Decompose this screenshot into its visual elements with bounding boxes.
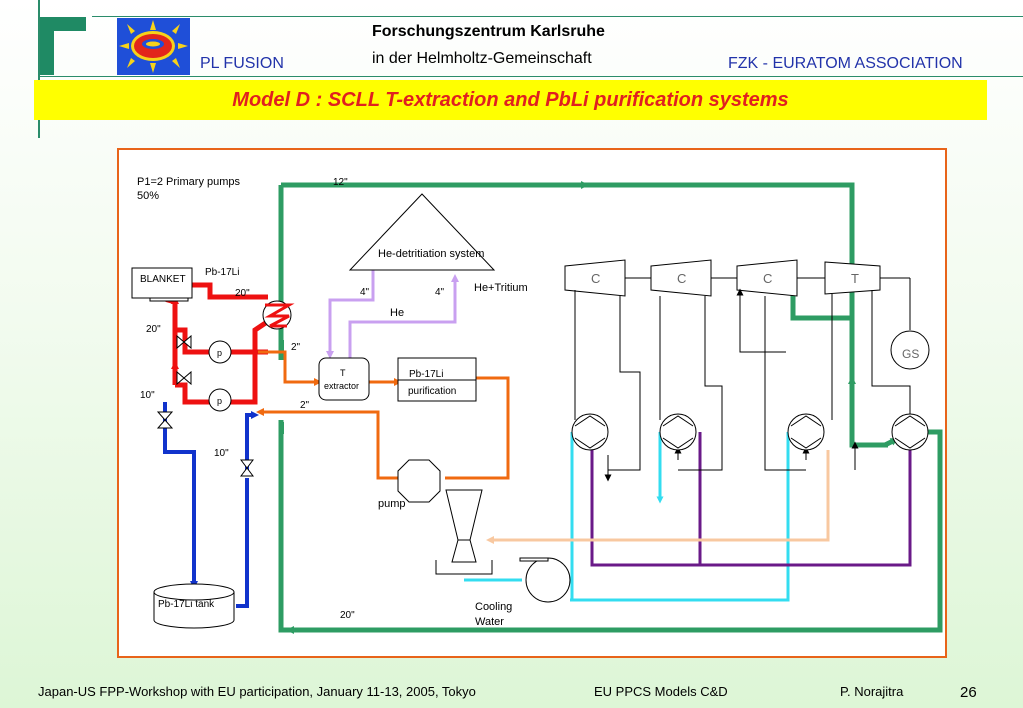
recuperator <box>891 413 929 451</box>
footer-event: Japan-US FPP-Workshop with EU participat… <box>38 684 476 699</box>
blanket-box <box>131 267 193 299</box>
pbli-label: Pb-17Li <box>205 267 239 278</box>
pbli-purification-label-2: purification <box>408 386 456 397</box>
compressor-3 <box>736 259 798 297</box>
pumps-note-line2: 50% <box>137 190 159 202</box>
he-label: He <box>390 307 404 319</box>
pipe-size-2-upper: 2" <box>291 342 301 353</box>
t-extractor-label-2: extractor <box>324 381 359 391</box>
compressor-1-label: C <box>591 271 600 286</box>
footer-author: P. Norajitra <box>840 684 904 699</box>
left-rule <box>38 0 40 138</box>
fzk-logo-bar-top <box>40 17 86 31</box>
compressor-3-label: C <box>763 271 772 286</box>
footer-models: EU PPCS Models C&D <box>594 684 728 699</box>
pipe-size-20-top: 20" <box>235 288 250 299</box>
he-detritiation-unit <box>348 193 496 271</box>
pump-1-label: p <box>217 348 222 358</box>
pump-main-label: pump <box>378 498 406 510</box>
tank-drain-lines <box>163 402 259 608</box>
pumps-note-line1: P1=2 Primary pumps <box>137 176 241 188</box>
pipe-size-10-left: 10" <box>140 390 155 401</box>
he-tritium-label: He+Tritium <box>474 282 528 294</box>
organization-subtitle: in der Helmholtz-Gemeinschaft <box>372 50 592 67</box>
t-extractor-label-1: T <box>340 368 346 378</box>
blanket-label: BLANKET <box>140 274 186 285</box>
pbli-purification-label-1: Pb-17Li <box>409 369 443 380</box>
primary-loop-dash-marks <box>279 340 284 434</box>
shaft-line <box>625 277 911 330</box>
page-number: 26 <box>960 684 977 701</box>
slide-title: Model D : SCLL T-extraction and PbLi pur… <box>232 88 789 111</box>
pipe-size-20-left: 20" <box>146 324 161 335</box>
cooling-water-pump <box>519 557 571 603</box>
heat-exchanger-1 <box>571 413 609 451</box>
blanket-base <box>149 297 189 302</box>
valve-icons <box>156 334 254 477</box>
turbine <box>824 261 881 295</box>
fzk-logo-bar <box>40 17 54 75</box>
cooling-label-2: Water <box>475 616 504 628</box>
slide-title-banner: Model D : SCLL T-extraction and PbLi pur… <box>34 80 987 120</box>
compressor-2-label: C <box>677 271 686 286</box>
pipe-size-12: 12" <box>333 177 348 188</box>
primary-pump-2 <box>208 388 232 412</box>
heat-exchanger-icon <box>262 300 295 330</box>
pipe-size-4-left: 4" <box>360 287 370 298</box>
organization-name: Forschungszentrum Karlsruhe <box>372 23 605 40</box>
cooling-water-lines <box>464 432 790 602</box>
pl-fusion-label: PL FUSION <box>200 55 284 72</box>
primary-pump-1 <box>208 340 232 364</box>
header-rule <box>38 76 1023 77</box>
pipe-size-10-mid: 10" <box>214 448 229 459</box>
purple-lines <box>590 432 912 567</box>
compressor-1 <box>564 259 626 297</box>
peach-line <box>486 450 830 544</box>
t-extractor-box <box>318 357 370 401</box>
tank-label: Pb-17Li tank <box>158 599 215 610</box>
pbli-blanket-loop <box>165 282 272 405</box>
pipe-size-4-right: 4" <box>435 287 445 298</box>
pbli-tank <box>153 583 235 629</box>
fusion-logo-icon <box>117 18 190 75</box>
pbli-purification-loop <box>256 350 510 480</box>
cooling-label-1: Cooling <box>475 601 512 613</box>
top-rule <box>92 16 1023 17</box>
cooling-diffuser <box>435 489 493 575</box>
pipe-size-2-lower: 2" <box>300 400 310 411</box>
helium-detritiation-lines <box>326 270 459 359</box>
turbine-label: T <box>851 271 859 286</box>
fzk-association-label: FZK - EURATOM ASSOCIATION <box>728 55 963 72</box>
generator <box>890 330 930 370</box>
pipe-size-20-bottom: 20" <box>340 610 355 621</box>
heat-exchanger-2 <box>659 413 697 451</box>
pump-2-label: p <box>217 396 222 406</box>
power-conversion-lines <box>574 288 911 482</box>
heat-exchanger-3 <box>787 413 825 451</box>
generator-label: GS <box>902 347 919 361</box>
compressor-2 <box>650 259 712 297</box>
he-detritiation-label: He-detritiation system <box>378 248 484 260</box>
pbli-loop-pump <box>397 459 441 503</box>
